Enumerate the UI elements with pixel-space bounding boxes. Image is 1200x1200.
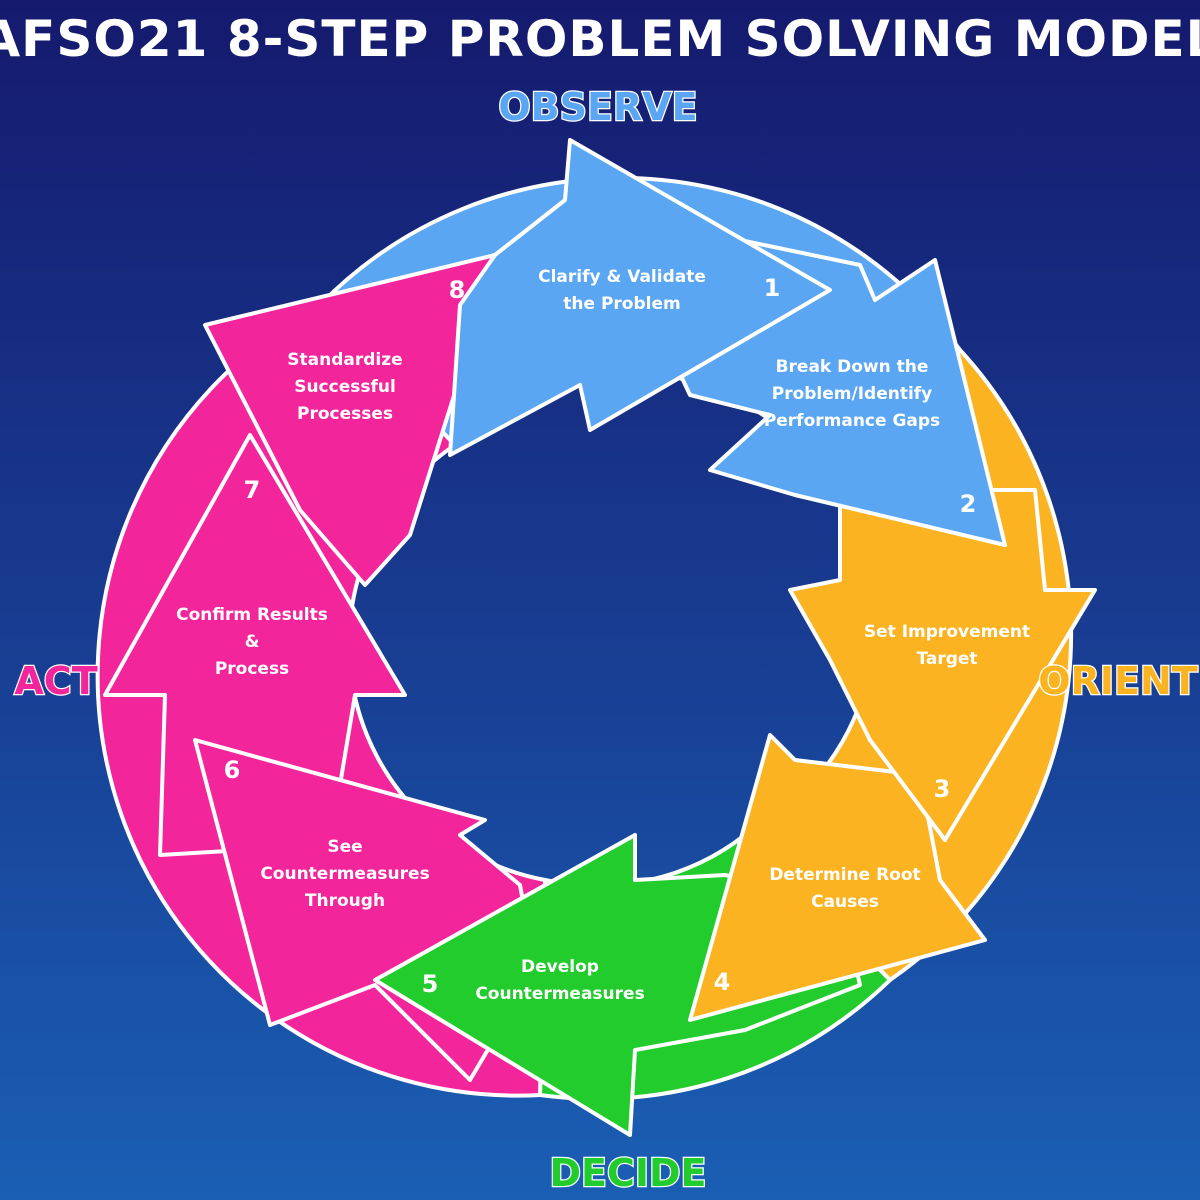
step-2-text-line: Performance Gaps xyxy=(764,411,940,431)
phase-label-decide: DECIDE xyxy=(549,1151,706,1195)
step-1-number: 1 xyxy=(764,274,781,302)
step-arrow-1 xyxy=(448,138,832,457)
step-2-text-line: Break Down the xyxy=(776,357,929,377)
step-7-text: Confirm Results & Process xyxy=(176,605,328,679)
step-2-number: 2 xyxy=(960,490,977,518)
step-5-text-line: Countermeasures xyxy=(475,984,644,1004)
step-1-text-line: Clarify & Validate xyxy=(538,267,706,287)
step-4-number: 4 xyxy=(714,968,731,996)
phase-label-orient: ORIENT xyxy=(1038,659,1197,703)
step-arrow-3 xyxy=(788,488,1097,842)
step-3-number: 3 xyxy=(934,775,951,803)
step-8-number: 8 xyxy=(449,276,466,304)
step-6-text-line: See xyxy=(327,837,362,857)
phase-label-observe: OBSERVE xyxy=(498,85,697,129)
step-5-number: 5 xyxy=(422,970,439,998)
diagram-title: AFSO21 8-STEP PROBLEM SOLVING MODEL xyxy=(0,10,1200,68)
step-7-number: 7 xyxy=(244,476,261,504)
step-1-text-line: the Problem xyxy=(563,294,680,314)
step-8-text-line: Standardize xyxy=(287,350,402,370)
step-4-text-line: Causes xyxy=(811,892,879,912)
step-7-text-line: Confirm Results xyxy=(176,605,328,625)
step-3-text-line: Set Improvement xyxy=(864,622,1030,642)
step-5-text-line: Develop xyxy=(521,957,599,977)
step-7-text-line: & xyxy=(245,632,260,652)
step-8-text-line: Successful xyxy=(294,377,396,397)
step-2-text-line: Problem/Identify xyxy=(772,384,933,404)
step-8-text-line: Processes xyxy=(297,404,393,424)
step-1-text: Clarify & Validate the Problem xyxy=(538,267,706,314)
step-7-text-line: Process xyxy=(215,659,289,679)
step-3-text-line: Target xyxy=(916,649,977,669)
step-6-text-line: Through xyxy=(305,891,385,911)
step-6-number: 6 xyxy=(224,756,241,784)
phase-label-act: ACT xyxy=(14,659,97,703)
step-6-text-line: Countermeasures xyxy=(260,864,429,884)
step-4-text-line: Determine Root xyxy=(769,865,920,885)
